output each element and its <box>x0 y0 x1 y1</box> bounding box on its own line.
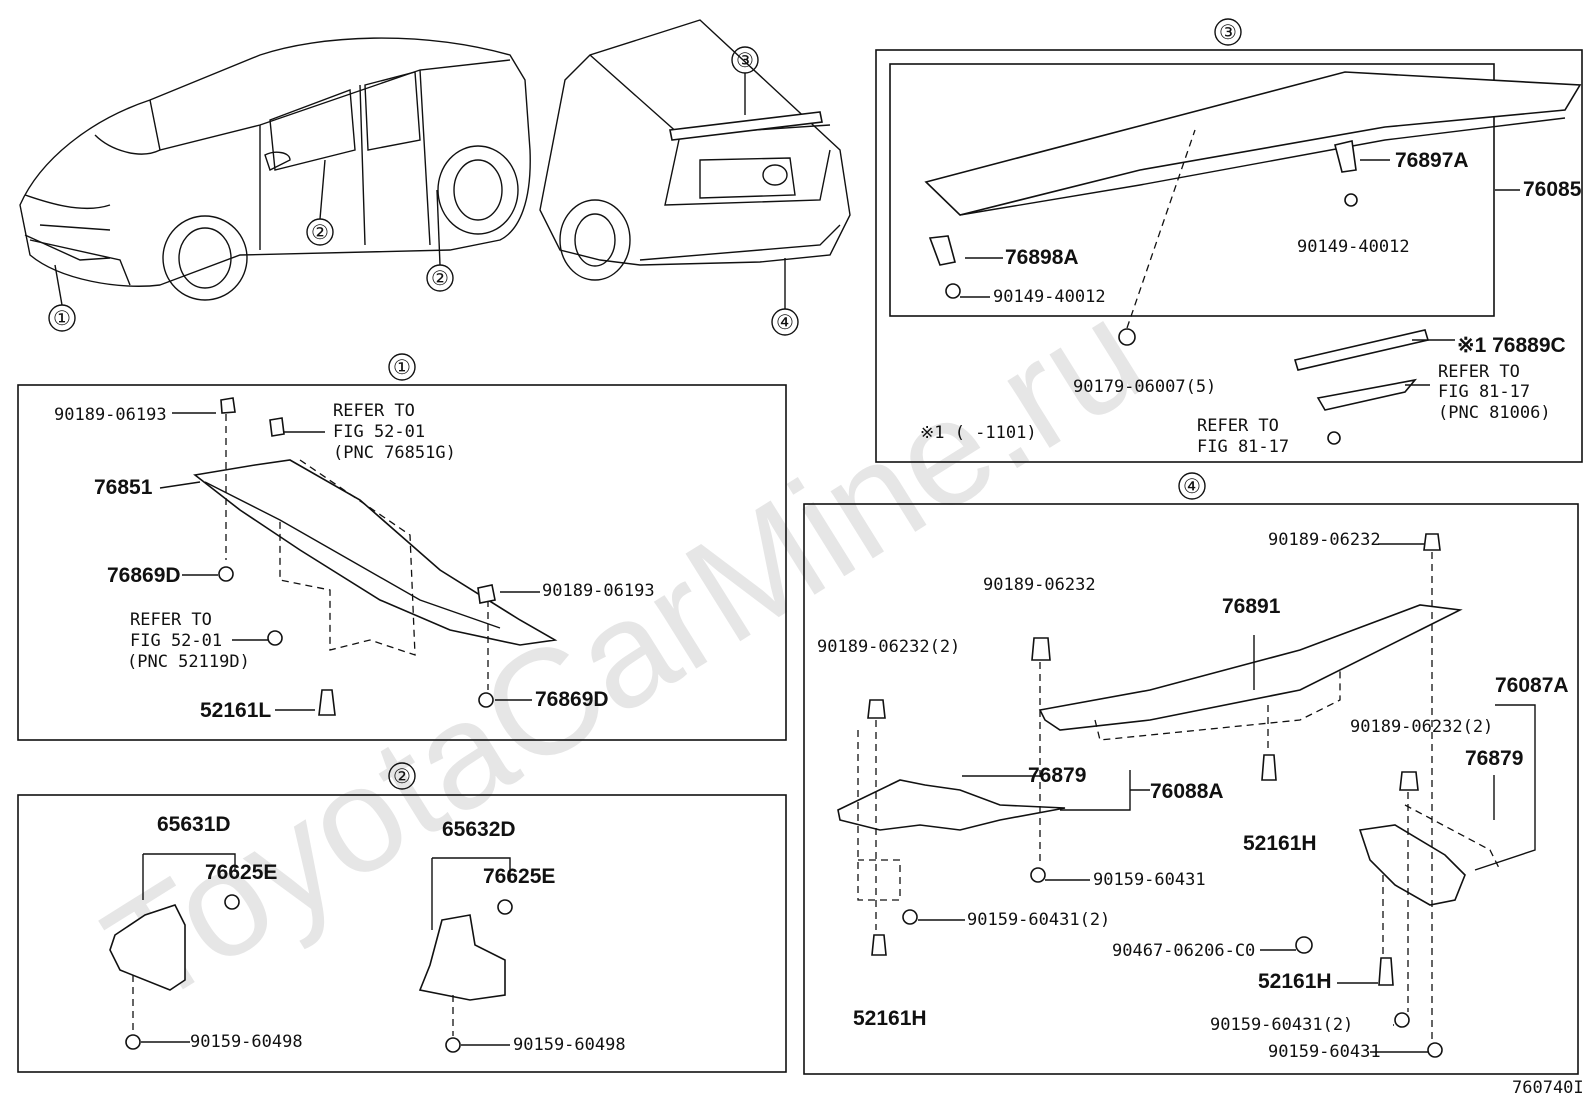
label-90159-60498: 90159-60498 <box>513 1035 626 1055</box>
label-76898A: 76898A <box>1005 246 1079 269</box>
svg-text:④: ④ <box>776 310 794 334</box>
svg-text:①: ① <box>53 306 71 330</box>
section-2-labels: 65631D 76625E 90159-60498 65632D 76625E … <box>157 813 626 1055</box>
label-76087A: 76087A <box>1495 674 1569 697</box>
label-76869D: 76869D <box>535 688 609 711</box>
figure-code: 760740I <box>1512 1078 1584 1098</box>
svg-text:REFER TO: REFER TO <box>1438 362 1520 382</box>
label-76891: 76891 <box>1222 595 1281 618</box>
label-90189-06193: 90189-06193 <box>542 581 655 601</box>
svg-text:①: ① <box>393 355 411 379</box>
label-76879: 76879 <box>1028 764 1086 787</box>
label-76625E: 76625E <box>483 865 555 888</box>
label-76625E: 76625E <box>205 861 277 884</box>
overview-rear-car <box>539 19 851 281</box>
section-4: ④ <box>803 472 1579 1075</box>
section-4-labels: 90189-06232 90189-06232 76891 90189-0623… <box>817 530 1569 1062</box>
svg-text:(PNC 81006): (PNC 81006) <box>1438 403 1551 423</box>
overview-callouts: ① ② ② ③ ④ <box>48 46 799 336</box>
svg-text:④: ④ <box>1183 474 1201 498</box>
svg-text:REFER TO: REFER TO <box>1197 416 1279 436</box>
label-90149-40012: 90149-40012 <box>1297 237 1410 257</box>
section-2: ② <box>17 762 787 1073</box>
label-65632D: 65632D <box>442 818 516 841</box>
svg-text:REFER TO: REFER TO <box>130 610 212 630</box>
label-90189-06193: 90189-06193 <box>54 405 167 425</box>
svg-text:FIG 81-17: FIG 81-17 <box>1438 382 1530 402</box>
svg-text:③: ③ <box>736 48 754 72</box>
label-90149-40012: 90149-40012 <box>993 287 1106 307</box>
svg-text:②: ② <box>311 220 329 244</box>
section-1: ① <box>17 353 787 741</box>
label-76869D: 76869D <box>107 564 181 587</box>
label-90189-06232-2: 90189-06232(2) <box>1350 717 1493 737</box>
svg-text:FIG 52-01: FIG 52-01 <box>130 631 222 651</box>
section-3-labels: 76897A 76085 90149-40012 76898A 90149-40… <box>920 149 1582 457</box>
svg-text:(PNC 52119D): (PNC 52119D) <box>127 652 250 672</box>
label-52161H: 52161H <box>853 1007 927 1030</box>
svg-text:③: ③ <box>1219 20 1237 44</box>
svg-text:②: ② <box>393 764 411 788</box>
label-90159-60431: 90159-60431 <box>1268 1042 1381 1062</box>
label-90467-06206-C0: 90467-06206-C0 <box>1112 941 1255 961</box>
label-90159-60498: 90159-60498 <box>190 1032 303 1052</box>
label-90159-60431-2: 90159-60431(2) <box>1210 1015 1353 1035</box>
label-90159-60431-2: 90159-60431(2) <box>967 910 1110 930</box>
label-90189-06232-2: 90189-06232(2) <box>817 637 960 657</box>
svg-text:FIG 81-17: FIG 81-17 <box>1197 437 1289 457</box>
label-52161L: 52161L <box>200 699 271 722</box>
label-76879: 76879 <box>1465 747 1523 770</box>
section-1-labels: 90189-06193 REFER TO FIG 52-01 (PNC 7685… <box>54 401 655 722</box>
label-76897A: 76897A <box>1395 149 1469 172</box>
label-90179-06007: 90179-06007(5) <box>1073 377 1216 397</box>
label-90189-06232: 90189-06232 <box>983 575 1096 595</box>
label-52161H: 52161H <box>1243 832 1317 855</box>
section-3: ③ <box>875 18 1583 463</box>
svg-text:(PNC 76851G): (PNC 76851G) <box>333 443 456 463</box>
label-76085: 76085 <box>1523 178 1582 201</box>
label-52161H: 52161H <box>1258 970 1332 993</box>
label-76851: 76851 <box>94 476 153 499</box>
label-76088A: 76088A <box>1150 780 1224 803</box>
label-90159-60431: 90159-60431 <box>1093 870 1206 890</box>
svg-text:FIG 52-01: FIG 52-01 <box>333 422 425 442</box>
label-76889C: ※1 76889C <box>1457 334 1566 357</box>
note-1: ※1 ( -1101) <box>920 423 1037 443</box>
label-90189-06232: 90189-06232 <box>1268 530 1381 550</box>
svg-text:②: ② <box>431 266 449 290</box>
svg-text:REFER TO: REFER TO <box>333 401 415 421</box>
overview-front-car <box>19 37 531 301</box>
label-65631D: 65631D <box>157 813 231 836</box>
